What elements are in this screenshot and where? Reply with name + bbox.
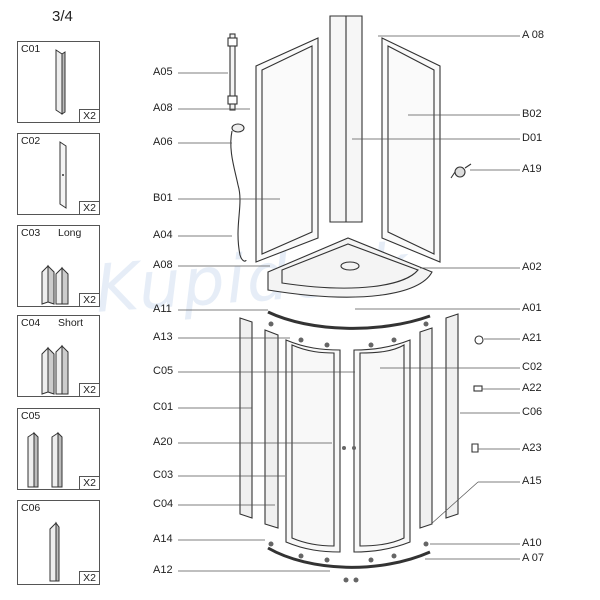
short-corner-profile-icon — [41, 344, 69, 395]
top-arc-profile — [267, 310, 431, 330]
label-a23: A23 — [522, 442, 542, 454]
component-box-c03: C03 Long X2 — [17, 225, 100, 307]
straight-profile-icon — [55, 49, 66, 115]
component-code: C05 — [21, 410, 41, 422]
hand-shower — [230, 123, 245, 186]
valve — [450, 163, 472, 179]
shower-tray — [267, 237, 433, 298]
label-a08-right: A 08 — [522, 29, 545, 41]
label-c05: C05 — [153, 365, 174, 377]
component-qty: X2 — [79, 476, 99, 489]
component-box-c02: C02 X2 — [17, 133, 100, 215]
label-a01: A01 — [522, 302, 542, 314]
component-box-c06: C06 X2 — [17, 500, 100, 585]
page-number: 3/4 — [52, 8, 73, 25]
component-code: C03 — [21, 227, 41, 239]
fixed-panel-left — [239, 317, 279, 529]
label-a08: A08 — [153, 102, 173, 114]
component-box-c01: C01 X2 — [17, 41, 100, 123]
component-box-c05: C05 X2 — [17, 408, 100, 490]
profile-pair-icon — [27, 431, 63, 488]
label-a12: A12 — [153, 564, 173, 576]
label-a02: A02 — [522, 261, 542, 273]
label-a04: A04 — [153, 229, 173, 241]
component-code: C02 — [21, 135, 41, 147]
sliding-door-left — [285, 339, 341, 553]
long-corner-profile-icon — [41, 264, 69, 305]
label-a14: A14 — [153, 533, 173, 545]
label-c06: C06 — [522, 406, 543, 418]
label-b01: B01 — [153, 192, 173, 204]
shower-hose — [237, 184, 247, 262]
component-qty: X2 — [79, 383, 99, 396]
component-qty: X2 — [79, 571, 99, 584]
back-panel-left — [255, 37, 319, 263]
component-code: C06 — [21, 502, 41, 514]
label-a08-lower: A08 — [153, 259, 173, 271]
component-qty: X2 — [79, 201, 99, 214]
label-d01: D01 — [522, 132, 543, 144]
label-a13: A13 — [153, 331, 173, 343]
label-a21: A21 — [522, 332, 542, 344]
label-a19: A19 — [522, 163, 542, 175]
label-a15: A15 — [522, 475, 542, 487]
bottom-arc-profile — [267, 546, 431, 569]
label-c03: C03 — [153, 469, 174, 481]
label-a07: A 07 — [522, 552, 545, 564]
corner-column — [329, 15, 363, 223]
component-qty: X2 — [79, 109, 99, 122]
shower-rail — [227, 33, 238, 111]
label-a10: A10 — [522, 537, 542, 549]
component-name: Short — [58, 317, 84, 329]
component-code: C01 — [21, 43, 41, 55]
component-qty: X2 — [79, 293, 99, 306]
label-c01: C01 — [153, 401, 174, 413]
label-a05: A05 — [153, 66, 173, 78]
label-a20: A20 — [153, 436, 173, 448]
label-a06: A06 — [153, 136, 173, 148]
handle-a21 — [474, 335, 484, 345]
label-c04: C04 — [153, 498, 174, 510]
label-a22: A22 — [522, 382, 542, 394]
label-a11: A11 — [153, 303, 172, 315]
fitting-a23 — [471, 443, 479, 453]
flat-strip-icon — [59, 141, 67, 209]
component-box-c04: C04 Short X2 — [17, 315, 100, 397]
fitting-a22 — [473, 385, 483, 392]
back-panel-right — [381, 37, 441, 263]
sliding-door-right — [353, 339, 411, 553]
fittings — [268, 321, 429, 583]
component-code: C04 — [21, 317, 41, 329]
thin-profile-icon — [49, 521, 60, 582]
label-b02: B02 — [522, 108, 542, 120]
component-name: Long — [58, 227, 82, 239]
fixed-panel-right — [419, 313, 459, 529]
label-c02: C02 — [522, 361, 543, 373]
